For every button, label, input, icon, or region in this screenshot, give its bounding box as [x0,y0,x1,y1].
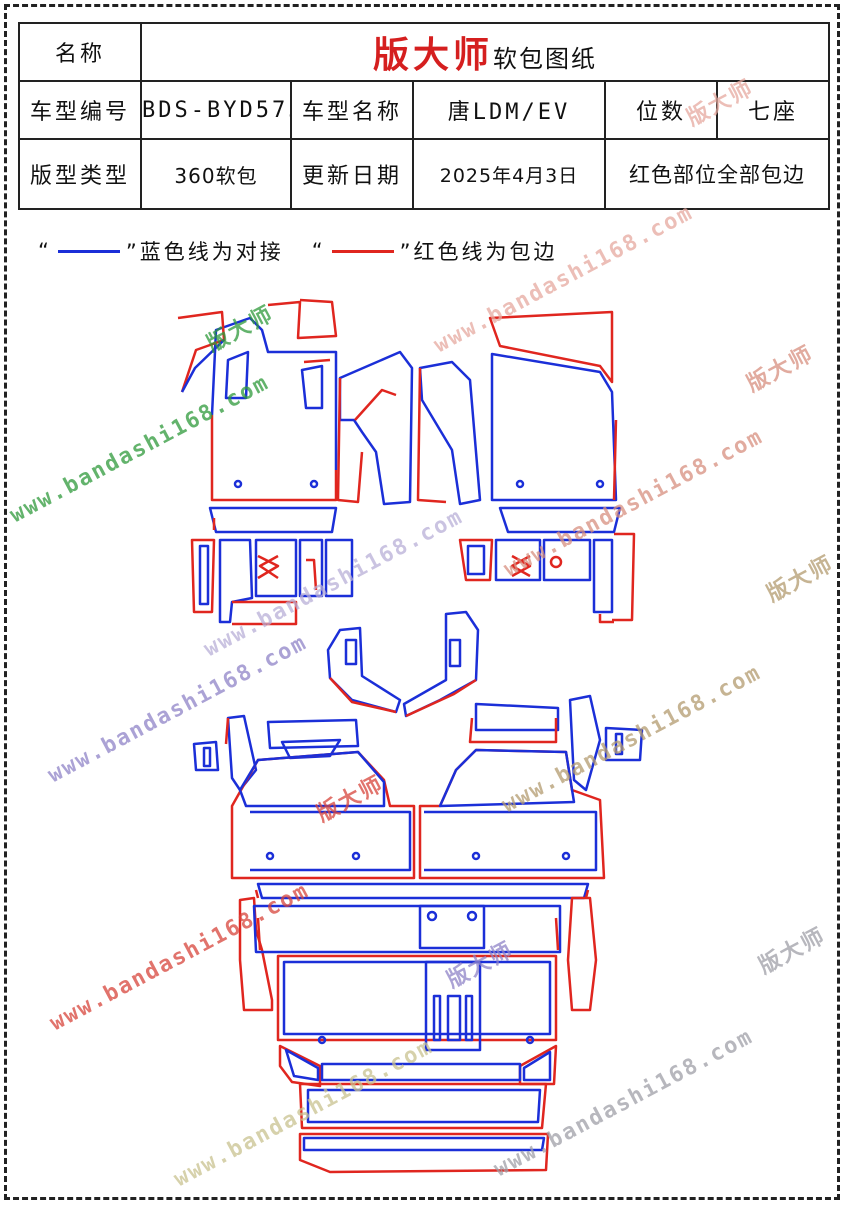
legend-red-text: ”红色线为包边 [399,240,558,264]
type-row: 版型类型 360软包 更新日期 2025年4月3日 红色部位全部包边 [18,138,830,210]
name-label: 名称 [18,22,142,82]
model-name: 唐LDM/EV [412,80,606,140]
title-row: 名称 版大师软包图纸 [18,22,830,82]
pattern-type: 360软包 [140,138,292,210]
legend-open-quote-red: “ [311,239,326,263]
legend-open-quote-blue: “ [38,239,52,263]
info-table: 名称 版大师软包图纸 车型编号 BDS-BYD5751S 车型名称 唐LDM/E… [18,22,830,210]
model-row: 车型编号 BDS-BYD5751S 车型名称 唐LDM/EV 位数 七座 [18,80,830,140]
rear-strips [278,1044,558,1174]
right-sill-strips [458,532,636,624]
left-sill-strips [190,538,354,626]
update-date-label: 更新日期 [290,138,414,210]
front-right-mat [488,310,622,534]
brand-subtitle: 软包图纸 [493,45,597,73]
console-wings [326,610,480,718]
edge-note: 红色部位全部包边 [604,138,830,210]
seats-value: 七座 [716,80,830,140]
update-date: 2025年4月3日 [412,138,606,210]
front-left-mat [177,298,338,534]
legend-red-line [331,249,394,253]
center-tunnel-pieces [336,350,482,506]
page-border [4,4,840,1200]
model-code-label: 车型编号 [18,80,142,140]
second-row-right-mat [418,694,644,880]
pattern-type-label: 版型类型 [18,138,142,210]
cargo-mat [238,896,598,1052]
second-row-left-mat [192,714,416,880]
model-name-label: 车型名称 [290,80,414,140]
color-legend: “ ”蓝色线为对接 “ ”红色线为包边 [38,236,558,266]
model-code: BDS-BYD5751S [140,80,292,140]
legend-blue-text: ”蓝色线为对接 [125,240,284,264]
brand-title: 版大师 [372,35,493,76]
title-cell: 版大师软包图纸 [140,22,830,82]
legend-blue-line [57,249,120,253]
seats-label: 位数 [604,80,718,140]
